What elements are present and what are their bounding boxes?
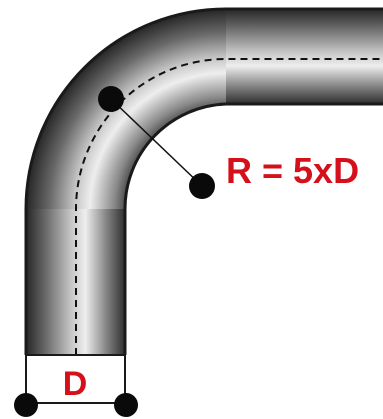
radius-leader-line <box>110 98 203 187</box>
pipe-centerline <box>75 58 383 355</box>
pipe-horizontal-section <box>226 9 383 104</box>
diameter-dimension: D <box>14 354 138 417</box>
pipe-outline <box>24 7 383 355</box>
radius-indicator: R = 5xD <box>98 86 359 199</box>
diameter-box <box>25 354 126 404</box>
radius-centerline-dot <box>98 86 124 112</box>
diameter-label: D <box>63 365 88 403</box>
pipe <box>24 7 383 355</box>
diameter-left-dot <box>14 393 38 417</box>
radius-label: R = 5xD <box>226 150 359 191</box>
radius-center-dot <box>189 173 215 199</box>
pipe-bend-section <box>26 9 226 209</box>
diameter-right-dot <box>114 393 138 417</box>
